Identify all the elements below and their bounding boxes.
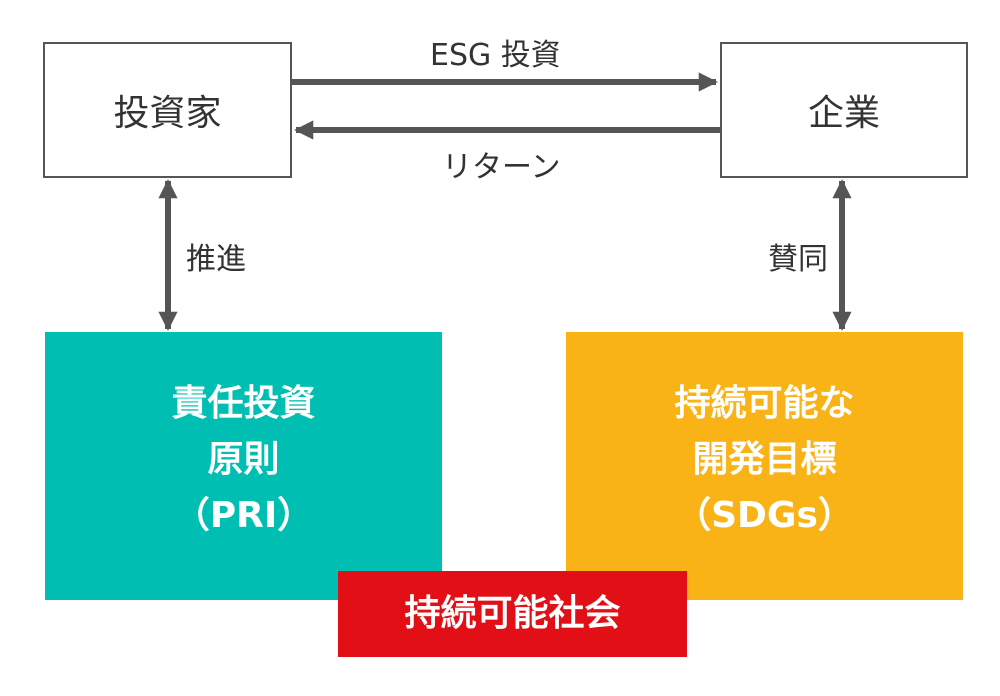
promote-label: 推進 <box>186 242 246 277</box>
company-box: 企業 <box>720 42 968 178</box>
company-label: 企業 <box>807 93 880 134</box>
pri-line-2: 原則 <box>207 439 280 480</box>
esg-investment-label: ESG 投資 <box>430 38 561 73</box>
sdgs-block: 持続可能な 開発目標 （SDGs） <box>566 332 963 600</box>
sustainable-society-block: 持続可能社会 <box>338 571 687 657</box>
return-label: リターン <box>442 150 561 185</box>
pri-line-1: 責任投資 <box>171 383 316 424</box>
sustainable-society-label: 持続可能社会 <box>404 593 621 634</box>
sdgs-line-3: （SDGs） <box>675 495 854 536</box>
pri-line-3: （PRI） <box>173 495 314 536</box>
sdgs-line-2: 開発目標 <box>692 439 837 480</box>
investor-label: 投資家 <box>113 93 222 134</box>
endorse-label: 賛同 <box>768 242 828 277</box>
pri-block: 責任投資 原則 （PRI） <box>45 332 442 600</box>
investor-box: 投資家 <box>43 42 292 178</box>
sdgs-line-1: 持続可能な <box>674 383 855 424</box>
